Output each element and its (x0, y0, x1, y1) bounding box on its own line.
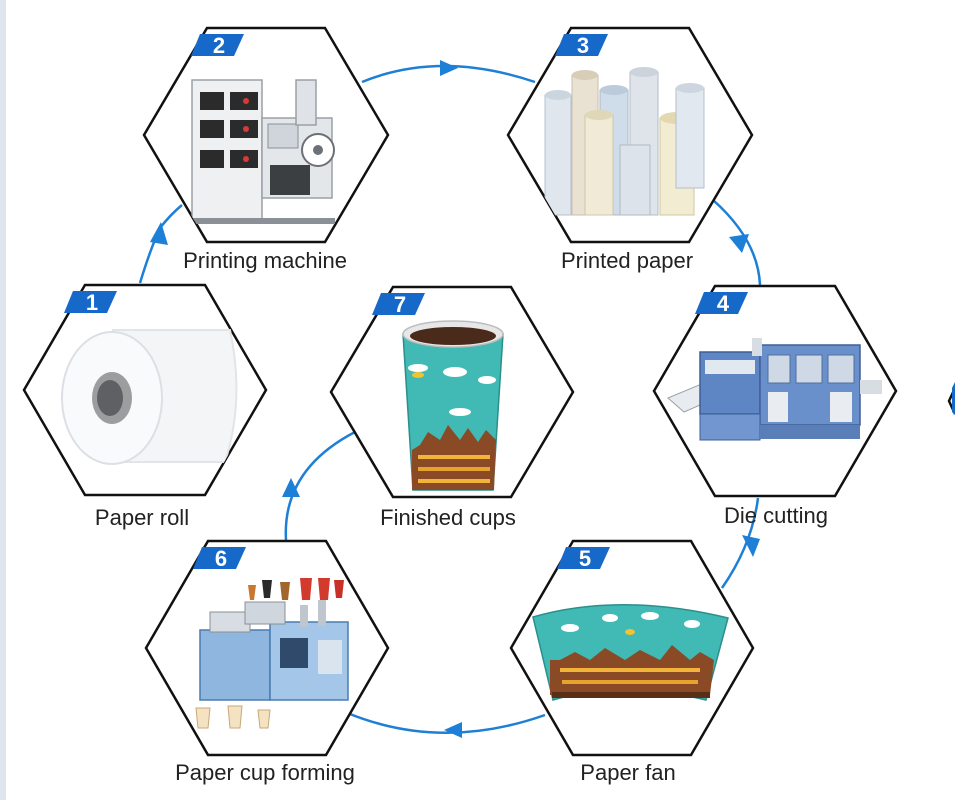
printed-paper-rolls-icon (544, 67, 705, 216)
flow-connectors (138, 64, 762, 735)
step-3: 3 Printed paper (506, 26, 754, 273)
arrow-head-2-to-3 (440, 60, 458, 76)
step-6-label: Paper cup forming (175, 760, 355, 785)
step-6-number: 6 (215, 546, 227, 571)
step-4: 4 Die cutting (652, 284, 898, 528)
step-7-badge (372, 293, 425, 315)
connector-5-to-6 (344, 710, 546, 735)
step-7-label: Finished cups (380, 505, 516, 530)
step-5-badge (557, 547, 610, 569)
step-4-label: Die cutting (724, 503, 828, 528)
flow-arrowheads (150, 60, 760, 738)
connector-6-to-7 (284, 430, 356, 541)
step-2: 2 Printing machine (142, 26, 390, 273)
step-7-number: 7 (394, 292, 406, 317)
paper-roll-icon (61, 329, 238, 465)
step-6: 6 Paper cup forming (144, 539, 390, 785)
step-4-number: 4 (717, 291, 730, 316)
step-6-badge (193, 547, 246, 569)
step-1-number: 1 (86, 290, 98, 315)
step-1-badge (64, 291, 117, 313)
left-edge-strip (0, 0, 6, 800)
printing-machine-icon (190, 79, 335, 224)
arrow-head-4-to-5 (742, 535, 760, 557)
arrow-head-3-to-4 (729, 234, 749, 253)
paper-fan-icon (532, 604, 729, 701)
die-cutting-machine-icon (667, 338, 882, 441)
step-3-badge (555, 34, 608, 56)
connector-3-to-4 (712, 199, 762, 286)
step-2-number: 2 (213, 33, 225, 58)
finished-cup-icon (402, 320, 504, 491)
arrow-head-6-to-7 (282, 478, 300, 497)
step-3-number: 3 (577, 33, 589, 58)
step-1: 1 Paper roll (22, 283, 268, 530)
next-step-partial-badge (952, 382, 955, 415)
sample-cups-top (248, 578, 344, 600)
connector-4-to-5 (720, 497, 760, 589)
step-5-label: Paper fan (580, 760, 675, 785)
step-2-label: Printing machine (183, 248, 347, 273)
connector-1-to-2 (138, 204, 183, 284)
arrow-head-5-to-6 (444, 722, 462, 738)
sample-cups-bottom (195, 705, 271, 729)
step-5: 5 Paper fan (509, 539, 755, 785)
step-1-label: Paper roll (95, 505, 189, 530)
arrow-head-1-to-2 (150, 222, 168, 245)
step-3-label: Printed paper (561, 248, 693, 273)
step-4-badge (695, 292, 748, 314)
step-7: 7 Finished cups (329, 285, 575, 530)
step-5-number: 5 (579, 546, 591, 571)
step-2-badge (191, 34, 244, 56)
cup-forming-machine-icon (195, 578, 349, 729)
